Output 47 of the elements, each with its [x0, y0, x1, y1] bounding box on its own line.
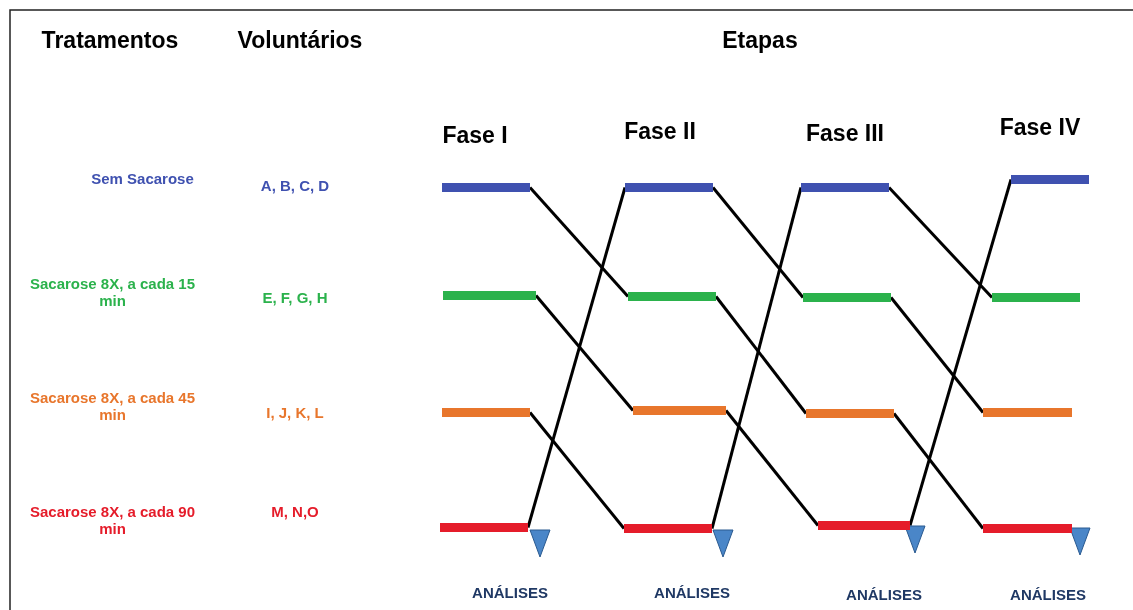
- bar-marker: [983, 524, 1072, 533]
- bar-marker: [818, 521, 910, 530]
- connector-line: [528, 411, 626, 530]
- group-label: I, J, K, L: [265, 404, 325, 421]
- group-label: A, B, C, D: [259, 177, 331, 194]
- phase-heading: Fase IV: [998, 114, 1082, 141]
- connector-line: [534, 294, 635, 412]
- connector-line: [908, 179, 1013, 526]
- treatment-label: Sem Sacarose: [90, 170, 195, 187]
- connector-line: [711, 186, 805, 299]
- connector-line: [528, 186, 630, 298]
- connector-line: [724, 409, 820, 527]
- bar-marker: [628, 292, 716, 301]
- connector-line: [887, 186, 994, 299]
- treatment-label: Sacarose 8X, a cada 90 min: [28, 503, 197, 537]
- bar-marker: [806, 409, 894, 418]
- bar-marker: [1011, 175, 1089, 184]
- analysis-label: ANÁLISES: [471, 584, 549, 601]
- treatment-label: Sacarose 8X, a cada 15 min: [28, 275, 197, 309]
- column-heading: Tratamentos: [40, 27, 180, 54]
- bar-marker: [801, 183, 889, 192]
- column-heading: Etapas: [721, 27, 799, 54]
- group-label: M, N,O: [270, 503, 320, 520]
- bar-marker: [440, 523, 528, 532]
- bar-marker: [633, 406, 726, 415]
- connector-line: [710, 187, 803, 529]
- bar-marker: [625, 183, 713, 192]
- bar-marker: [443, 291, 536, 300]
- connector-line: [889, 296, 985, 414]
- connector-line: [526, 187, 627, 528]
- bar-marker: [803, 293, 891, 302]
- connector-line: [892, 412, 985, 530]
- analysis-label: ANÁLISES: [1009, 586, 1087, 603]
- phase-heading: Fase III: [805, 120, 885, 147]
- bar-marker: [624, 524, 712, 533]
- analysis-label: ANÁLISES: [653, 584, 731, 601]
- group-label: E, F, G, H: [261, 289, 329, 306]
- analysis-label: ANÁLISES: [845, 586, 923, 603]
- column-heading: Voluntários: [236, 27, 364, 54]
- bar-marker: [442, 183, 530, 192]
- connector-line: [714, 295, 808, 415]
- phase-heading: Fase II: [623, 118, 697, 145]
- bar-marker: [992, 293, 1080, 302]
- bar-marker: [442, 408, 530, 417]
- bar-marker: [983, 408, 1072, 417]
- phase-heading: Fase I: [441, 122, 509, 149]
- treatment-label: Sacarose 8X, a cada 45 min: [28, 389, 197, 423]
